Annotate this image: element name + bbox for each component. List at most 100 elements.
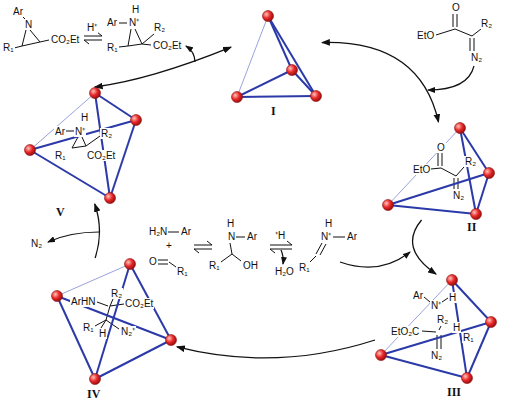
diazo-bonds [436,14,481,51]
metal-vertex [287,65,298,76]
cage-edge [388,173,489,205]
cage-node: IVArHNR₂CO₂EtR₁HN₂⁺ [51,258,177,385]
atom-label: ArHN [70,296,96,307]
reagent-arrows [48,46,474,267]
atom-label: EtO [412,164,431,175]
atom-label: R₂ [153,22,166,33]
cage-edge [381,355,467,378]
cage-edge [467,322,491,378]
metal-vertex [131,115,142,126]
metal-vertex [486,317,497,328]
cage-edge [95,340,171,379]
metal-vertex [462,373,473,384]
cage-edge [237,96,316,97]
reagent-arrow [281,250,283,264]
metal-vertex [376,350,387,361]
cycle-arrow [413,220,436,274]
atom-label: H [452,322,461,333]
cage-number: V [55,206,66,219]
reagent-arrow [186,46,195,62]
atom-label: R₁ [2,42,15,53]
metal-vertex [484,168,495,179]
cage-edge [237,70,292,97]
atom-label: CO₂Et [152,40,182,51]
metal-vertex [105,193,116,204]
atom-label: N⁺ [128,17,140,28]
cycle-arrow [95,47,231,87]
guest-bonds-ii [431,153,464,189]
metal-vertex [52,291,63,302]
atom-label: N₂ [470,52,483,63]
atom-label: H⁺ [86,22,98,33]
metal-vertex [383,200,394,211]
tetrahedral-cage [24,87,142,204]
cage-node: IIIArHN⁺EtO₂CR₂HR₁N₂ [375,274,497,384]
metal-vertex [471,209,482,220]
atom-label: N₂ [30,238,43,249]
metal-vertex [447,275,458,286]
tetrahedral-cage [231,10,322,103]
tetrahedral-cage [51,258,177,385]
cage-edge [57,296,171,340]
cage-edge [30,120,136,150]
atom-label: CO₂Et [124,298,154,309]
atom-label: O [451,2,461,13]
atom-label: R₂ [436,314,449,325]
atom-label: N⁺ [320,231,332,242]
bond-lines [14,14,481,349]
metal-vertex [232,92,243,103]
cage-node: IIOEtOR₂N₂ [382,122,495,220]
atom-label: R₁ [106,42,119,53]
atom-label: + [165,240,173,251]
atom-label: N [24,19,33,30]
atom-label: R₁ [208,260,221,271]
atom-label: H [80,112,89,123]
metal-vertex [166,335,177,346]
cage-edge [95,93,110,198]
metal-vertex [90,88,101,99]
atom-label: H [98,328,107,339]
atom-label: N⁺ [430,300,442,311]
atom-label: H [448,292,457,303]
atom-label: R₁ [176,266,189,277]
atom-label: Ar [106,17,118,28]
metal-vertex [25,145,36,156]
cage-edge [95,93,136,120]
atom-label: N₂ [430,350,443,361]
atom-label: R₂ [480,18,493,29]
atom-label: R₁ [462,332,475,343]
atom-label: R₁ [54,150,67,161]
atom-label: R₁ [82,322,95,333]
atom-label: R₂ [464,156,477,167]
atom-label: CO₂Et [86,150,116,161]
equilibrium-arrows [84,32,292,253]
atom-label: H₂O [274,266,295,277]
atom-label: Ar [412,290,424,301]
amine-aldehyde-bonds [157,232,179,267]
cycle-arrow [95,204,100,258]
atom-label: N₂ [452,190,465,201]
atom-label: N₂⁺ [120,326,136,337]
tetrahedral-cage [382,122,495,220]
atom-label: H [324,218,333,229]
atom-label: H [226,218,235,229]
atom-label: Ar [54,126,66,137]
cage-number: I [270,105,277,118]
atom-label: Ar [246,231,258,242]
atom-label: EtO₂C [390,326,420,337]
atom-label: H₂N [148,226,168,237]
atom-label: R₂ [110,288,123,299]
cage-number: IV [86,388,101,401]
reagent-arrow [48,232,99,242]
atom-label: Ar [12,6,24,17]
metal-vertex [263,11,274,22]
metal-vertex [455,123,466,134]
atom-label: CO₂Et [50,34,80,45]
cycle-arrow [177,340,375,358]
atom-label: N [227,231,236,242]
cage-edge [476,173,489,214]
atom-label: N⁺ [74,126,86,137]
atom-label: R₂ [100,128,113,139]
guest-bonds-iv [95,299,124,329]
